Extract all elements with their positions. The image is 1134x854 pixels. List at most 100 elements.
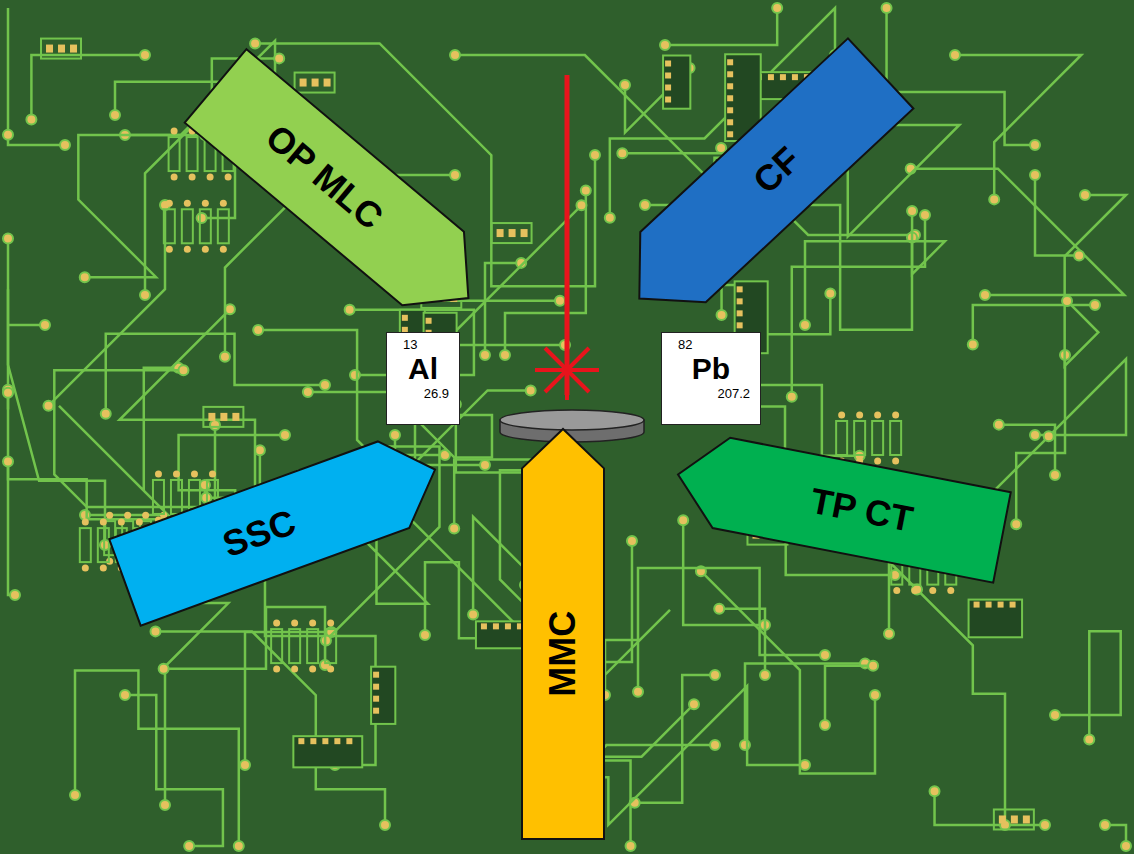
chip-pin	[727, 71, 733, 77]
solder-pad	[202, 200, 209, 207]
solder-pad	[929, 587, 936, 594]
chip-pin	[300, 79, 307, 87]
solder-pad	[1062, 296, 1072, 306]
solder-pad	[1100, 820, 1110, 830]
laser-and-sample	[500, 75, 644, 442]
pad-block	[994, 809, 1034, 829]
solder-pad	[225, 304, 235, 314]
solder-pad	[480, 460, 490, 470]
solder-pad	[884, 629, 894, 639]
solder-pad	[947, 587, 954, 594]
solder-pad	[309, 666, 316, 673]
solder-pad	[480, 350, 490, 360]
solder-pad	[80, 272, 90, 282]
solder-pad	[500, 350, 510, 360]
chip-pin	[665, 73, 671, 79]
circuit-trace	[106, 334, 325, 414]
chip-pin	[737, 286, 743, 292]
solder-pad	[678, 515, 688, 525]
pad-block	[41, 39, 81, 59]
chip-pin	[346, 738, 352, 744]
pad-block	[295, 73, 335, 93]
solder-pad	[173, 470, 180, 477]
solder-pad	[800, 760, 810, 770]
solder-pad	[320, 380, 330, 390]
solder-pad	[273, 620, 280, 627]
solder-pad	[450, 170, 460, 180]
arrow-outline	[185, 49, 500, 335]
chip-pin	[727, 107, 733, 113]
atomic-mass: 26.9	[393, 386, 453, 401]
solder-pad	[1011, 519, 1021, 529]
solder-pad	[800, 320, 810, 330]
solder-pad	[327, 620, 334, 627]
solder-pad	[787, 392, 797, 402]
solder-pad	[274, 53, 284, 63]
solder-pad	[716, 143, 726, 153]
solder-pad	[189, 174, 196, 181]
solder-pad	[1030, 170, 1040, 180]
resistor-symbol	[153, 480, 164, 514]
solder-pad	[82, 519, 89, 526]
resistor-symbol	[164, 209, 175, 243]
solder-pad	[184, 246, 191, 253]
solder-pad	[155, 470, 162, 477]
solder-pad	[220, 246, 227, 253]
solder-pad	[710, 740, 720, 750]
solder-pad	[142, 512, 149, 519]
solder-pad	[912, 585, 922, 595]
chip-pin	[727, 83, 733, 89]
solder-pad	[106, 512, 113, 519]
solder-pad	[253, 325, 263, 335]
chip-pin	[665, 85, 671, 91]
solder-pad	[3, 457, 13, 467]
chip-pin	[986, 602, 992, 608]
solder-pad	[1044, 431, 1054, 441]
chip-pin	[220, 413, 227, 421]
solder-pad	[178, 365, 188, 375]
solder-pad	[3, 234, 13, 244]
pad-block	[492, 223, 532, 243]
circuit-trace	[999, 425, 1055, 475]
circuit-trace	[638, 568, 825, 692]
solder-pad	[420, 630, 430, 640]
solder-pad	[626, 841, 636, 851]
chip-pin	[521, 229, 528, 237]
solder-pad	[70, 790, 80, 800]
circuit-trace	[156, 603, 228, 805]
solder-pad	[627, 536, 637, 546]
circuit-trace	[164, 607, 325, 669]
solder-pad	[171, 128, 178, 135]
solder-pad	[350, 370, 360, 380]
circuit-trace	[701, 571, 875, 773]
chip-pin	[1023, 815, 1030, 823]
chip-pin	[665, 97, 671, 103]
atomic-mass: 207.2	[668, 386, 754, 401]
solder-pad	[1030, 140, 1040, 150]
circuit-trace	[75, 671, 239, 846]
solder-pad	[82, 565, 89, 572]
resistor-symbol	[325, 629, 336, 663]
chip-pin	[727, 95, 733, 101]
solder-pad	[870, 690, 880, 700]
solder-pad	[380, 820, 390, 830]
chip-pin	[373, 684, 379, 690]
chip-pin	[1010, 602, 1016, 608]
arrow-label-shape: MMC	[522, 429, 604, 839]
solder-pad	[874, 411, 881, 418]
circuit-trace	[805, 211, 945, 325]
solder-pad	[202, 246, 209, 253]
chip-pin	[493, 623, 499, 629]
chip-pin	[1011, 815, 1018, 823]
solder-pad	[820, 650, 830, 660]
solder-pad	[980, 290, 990, 300]
solder-pad	[838, 411, 845, 418]
circuit-trace	[665, 8, 777, 45]
resistor-symbol	[307, 629, 318, 663]
resistor-symbol	[98, 528, 109, 562]
chip-pin	[312, 79, 319, 87]
solder-pad	[874, 457, 881, 464]
chip-pin	[737, 322, 743, 328]
